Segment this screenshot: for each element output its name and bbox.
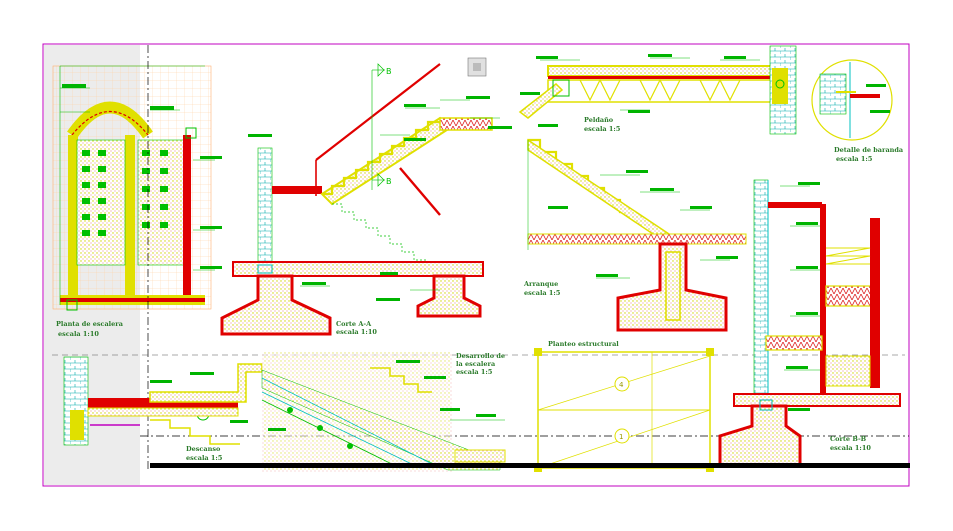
ground-line xyxy=(150,463,910,468)
sheet-border xyxy=(42,43,910,487)
section-aa xyxy=(220,63,512,336)
descanso-title: Descanso xyxy=(186,445,221,453)
descanso-detail xyxy=(63,356,263,446)
desarrollo-scale: escala 1:5 xyxy=(456,368,493,376)
planteo-estructural xyxy=(534,348,714,472)
desarrollo-detail xyxy=(261,352,506,472)
axis-1-label: 1 xyxy=(619,433,623,441)
desarrollo-title: Desarrollo de xyxy=(456,352,505,360)
plan-title: Planta de escalera xyxy=(56,320,124,328)
detalle-baranda-scale: escala 1:5 xyxy=(836,155,873,163)
section-aa-scale: escala 1:10 xyxy=(336,328,377,336)
marker-b-mid: B xyxy=(386,177,392,186)
stair-plan xyxy=(52,65,222,311)
descanso-scale: escala 1:5 xyxy=(186,454,223,462)
arranque-detail xyxy=(527,138,747,332)
detalle-baranda-title: Detalle de baranda xyxy=(834,146,904,154)
marker-b-top: B xyxy=(386,67,392,76)
arranque-scale: escala 1:5 xyxy=(524,289,561,297)
section-bb-scale: escala 1:10 xyxy=(830,444,871,452)
peldano-title: Peldaño xyxy=(584,116,614,124)
section-bb xyxy=(718,179,901,468)
peldano-detail xyxy=(518,45,797,135)
plan-scale: escala 1:10 xyxy=(58,330,99,338)
section-bb-title: Corte B-B xyxy=(830,435,867,443)
peldano-scale: escala 1:5 xyxy=(584,125,621,133)
desarrollo-title-line2: la escalera xyxy=(456,360,496,368)
section-aa-title: Corte A-A xyxy=(336,320,372,328)
arranque-title: Arranque xyxy=(523,280,558,288)
view-cube-icon xyxy=(467,57,487,77)
axis-4-label: 4 xyxy=(619,381,624,389)
detalle-baranda xyxy=(811,59,893,141)
planteo-title: Planteo estructural xyxy=(548,340,619,348)
